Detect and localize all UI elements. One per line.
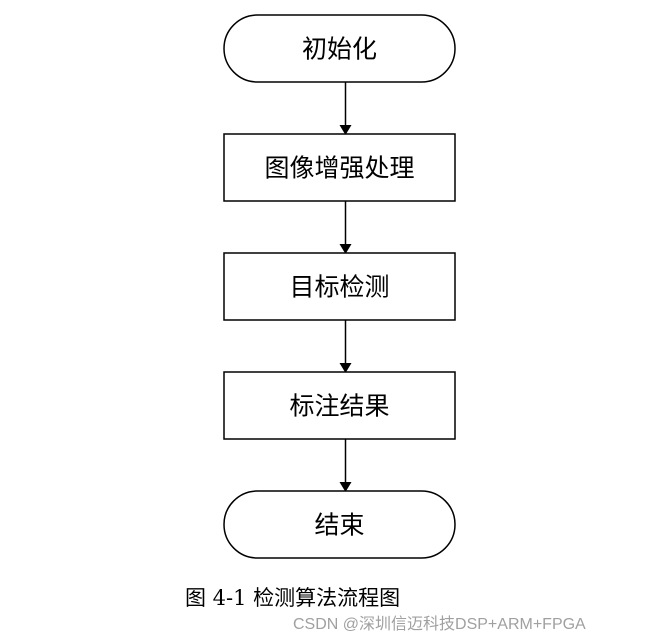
node-detect: 目标检测 [223, 252, 456, 321]
node-start: 初始化 [223, 14, 456, 83]
terminal-shape [223, 490, 456, 559]
node-label: 目标检测 [289, 273, 389, 302]
process-shape [223, 133, 456, 202]
node-label: 初始化 [302, 35, 377, 64]
node-end: 结束 [223, 490, 456, 559]
node-enhance: 图像增强处理 [223, 133, 456, 202]
process-shape [223, 252, 456, 321]
process-shape [223, 371, 456, 440]
watermark: CSDN @深圳信迈科技DSP+ARM+FPGA [293, 616, 586, 633]
figure-caption: 图 4-1 检测算法流程图 [185, 586, 401, 610]
node-label: 结束 [314, 511, 364, 540]
node-label: 标注结果 [289, 392, 389, 421]
node-label: 图像增强处理 [264, 154, 414, 183]
node-annotate: 标注结果 [223, 371, 456, 440]
terminal-shape [223, 14, 456, 83]
